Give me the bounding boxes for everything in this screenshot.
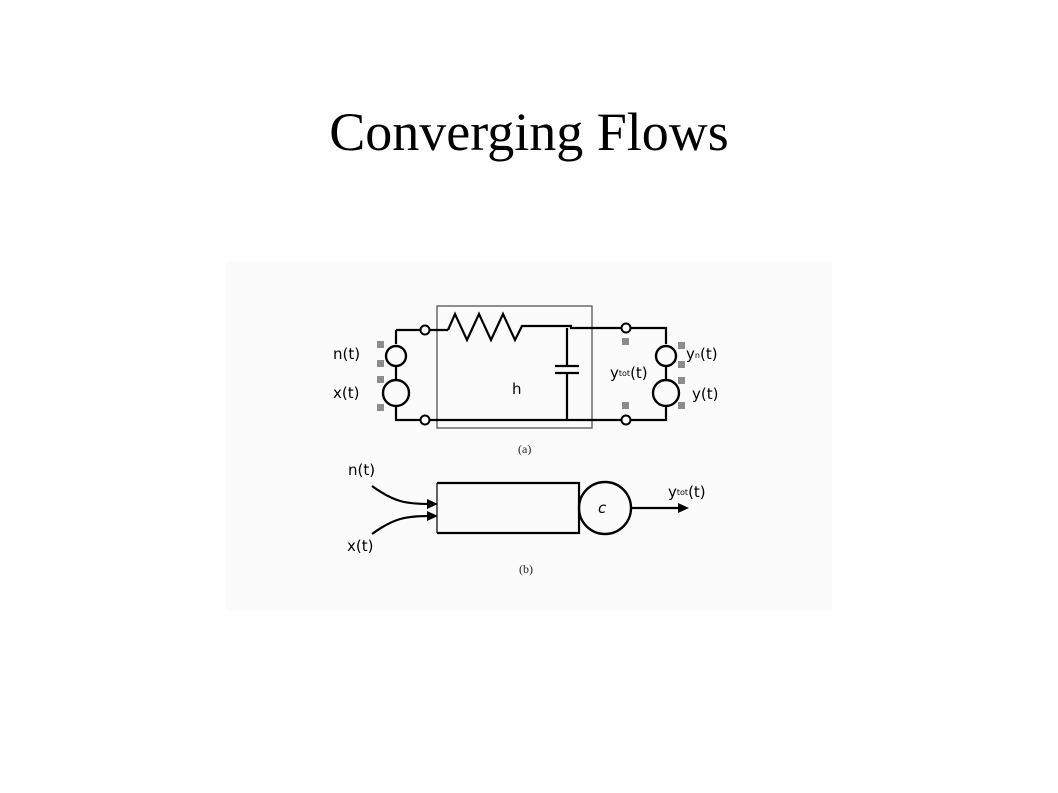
label-h: h xyxy=(512,380,522,398)
label-ytot-b: ytot(t) xyxy=(668,483,706,501)
caption-a: (a) xyxy=(518,442,531,456)
resistor-zigzag xyxy=(446,311,543,343)
inflow-x-curve xyxy=(371,514,431,535)
inflow-n-arrowhead xyxy=(427,499,438,509)
label-x-t: x(t) xyxy=(333,384,359,402)
source-y-circle xyxy=(651,378,681,408)
label-n-t-b: n(t) xyxy=(348,461,375,479)
caption-b: (b) xyxy=(519,562,533,576)
terminal-left-top xyxy=(419,324,431,336)
slide-title: Converging Flows xyxy=(329,102,729,162)
terminal-right-top xyxy=(620,322,632,334)
label-ytot-a: ytot(t) xyxy=(610,364,648,382)
source-n-circle xyxy=(384,344,408,368)
h-box xyxy=(436,305,593,429)
inflow-n-curve xyxy=(371,485,431,506)
output-arrowhead xyxy=(678,503,689,513)
circuit-figure: n(t) x(t) h ytot(t) yn(t) y(t) (a) c yto… xyxy=(226,262,832,610)
marker-squares xyxy=(377,338,685,411)
circuit-figure-svg: n(t) x(t) h ytot(t) yn(t) y(t) (a) c yto… xyxy=(333,305,718,576)
diagram-a: n(t) x(t) h ytot(t) yn(t) y(t) (a) xyxy=(333,305,718,456)
wire-right-bottom xyxy=(630,406,668,422)
inflow-x-arrowhead xyxy=(427,511,438,521)
diagram-b: c ytot(t) n(t) x(t) (b) xyxy=(347,461,706,576)
source-x-circle xyxy=(381,378,411,408)
label-yn-t: yn(t) xyxy=(686,345,718,363)
label-c: c xyxy=(598,499,607,517)
label-y-t: y(t) xyxy=(692,385,718,403)
wire-left-bottom xyxy=(394,406,421,422)
wire-right-top xyxy=(630,326,668,344)
wire-top-right xyxy=(543,324,622,330)
terminal-left-bottom xyxy=(419,414,431,426)
container-box xyxy=(437,481,581,535)
label-x-t-b: x(t) xyxy=(347,537,373,555)
source-yn-circle xyxy=(654,344,678,368)
terminal-right-bottom xyxy=(620,414,632,426)
label-n-t: n(t) xyxy=(333,345,360,363)
